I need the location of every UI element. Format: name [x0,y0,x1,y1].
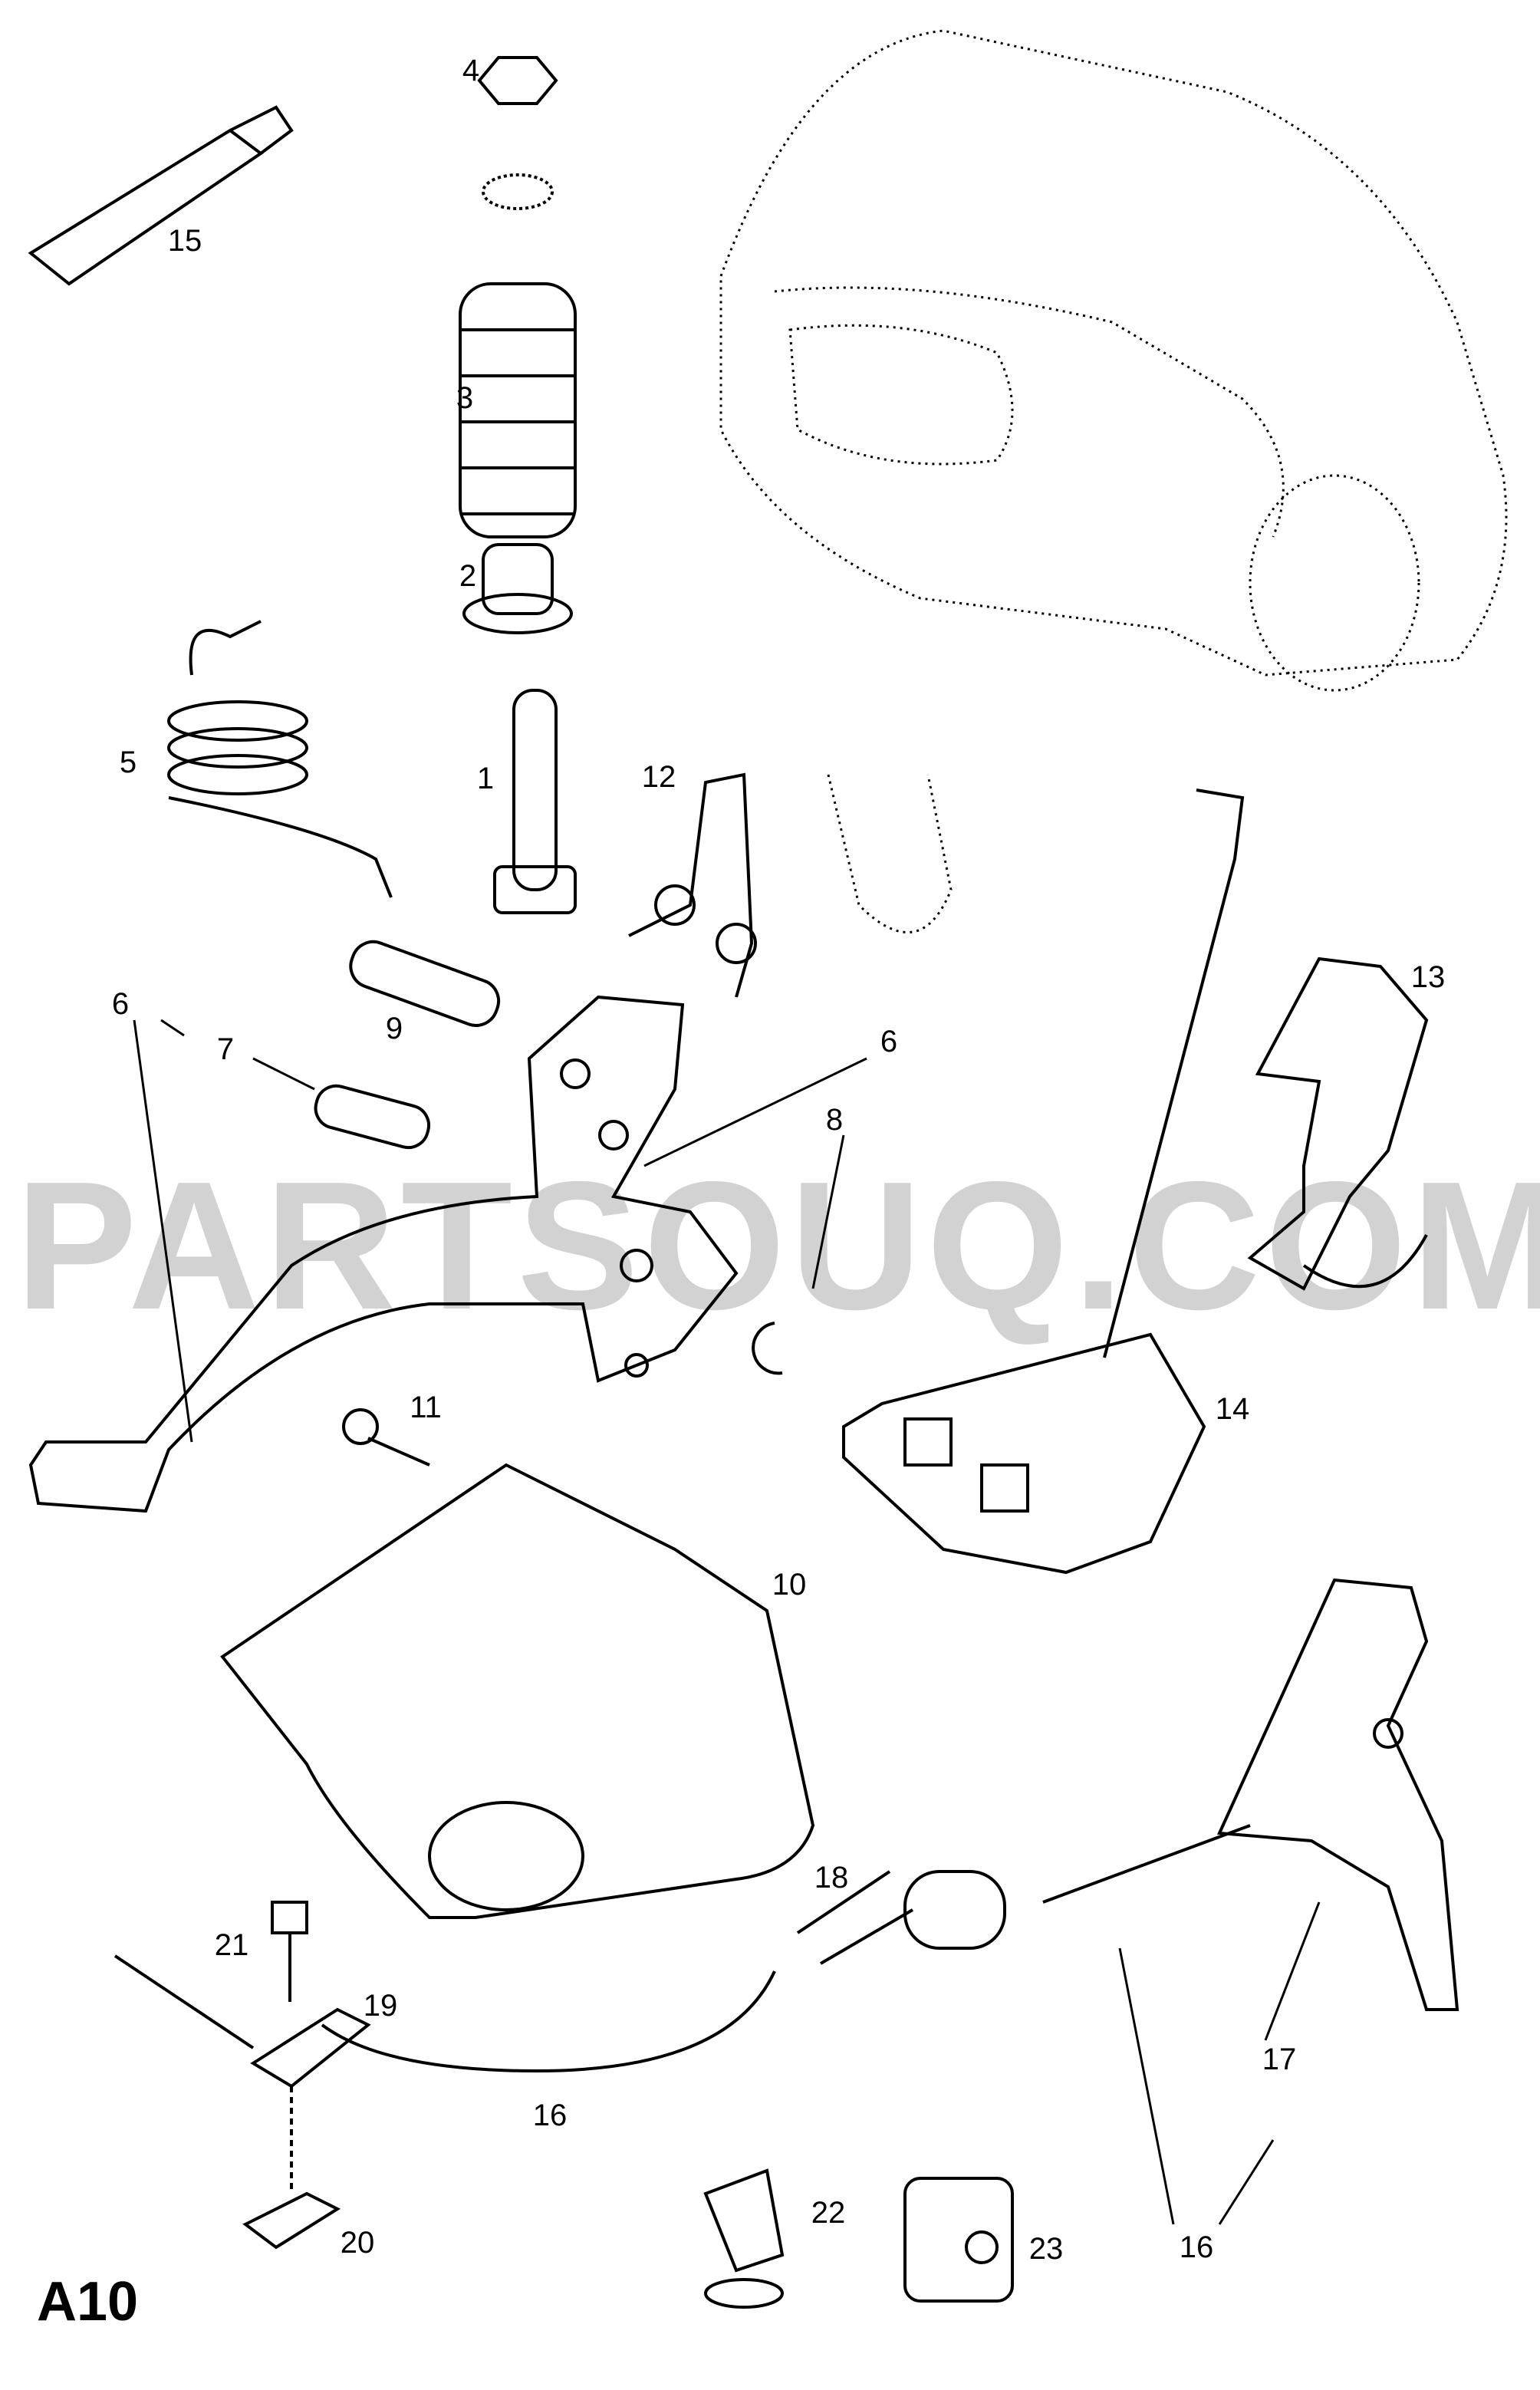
callout-20: 20 [340,2226,375,2260]
callout-15: 15 [167,224,202,258]
part-6-brake-pedal [28,995,739,1513]
callout-10: 10 [772,1568,807,1602]
watermark: PARTSOUQ.COM [15,1144,1540,1348]
part-22-clip [703,2168,785,2309]
callout-11: 11 [410,1391,442,1424]
callout-18: 18 [814,1861,849,1895]
callout-3: 3 [456,381,474,415]
callout-21: 21 [214,1928,249,1962]
callout-9: 9 [385,1012,403,1045]
part-14-switch-assembly [842,788,1245,1575]
part-11-screw [342,1408,430,1467]
callout-6-right: 6 [880,1025,898,1058]
part-3-boot [459,282,577,538]
callout-2: 2 [459,559,477,593]
callout-22: 22 [811,2196,846,2230]
part-20-nut [242,2086,341,2250]
car-outline [719,29,1508,934]
part-15-grease-tube [28,105,294,286]
callout-1: 1 [476,762,495,795]
callout-23: 23 [1028,2232,1064,2266]
part-10-bracket [220,1463,815,1919]
callout-14: 14 [1215,1392,1250,1426]
callout-13: 13 [1410,960,1446,994]
part-2-bush [462,543,573,634]
callout-6-left: 6 [111,987,130,1021]
part-13-bracket [1247,956,1429,1291]
leader-lines [133,1019,1321,2225]
part-16-cable [321,1824,1251,2073]
part-7-bolt [314,1084,431,1150]
part-12-spring [628,772,757,998]
part-5-spring [167,620,393,898]
callout-16-middle: 16 [532,2099,568,2132]
callout-12: 12 [641,760,676,794]
part-18-grommet [796,1870,1006,1965]
part-19-clamp [114,1954,371,2089]
washer [482,173,554,210]
callout-7: 7 [216,1032,235,1066]
part-8-clip [752,1322,783,1375]
part-23-clip [903,2177,1014,2303]
part-21-bolt [271,1901,308,2002]
callout-8: 8 [825,1103,844,1137]
callout-16-right: 16 [1179,2230,1214,2264]
callout-5: 5 [119,746,137,779]
part-17-lever [1217,1578,1459,2011]
part-9-bolt [349,940,501,1027]
callout-4: 4 [462,54,480,87]
part-4-nut [477,56,558,105]
callout-17: 17 [1262,2043,1297,2076]
callout-19: 19 [363,1989,398,2023]
part-1-pivot-pin [493,689,577,914]
diagram-reference-code: A10 [37,2271,139,2332]
